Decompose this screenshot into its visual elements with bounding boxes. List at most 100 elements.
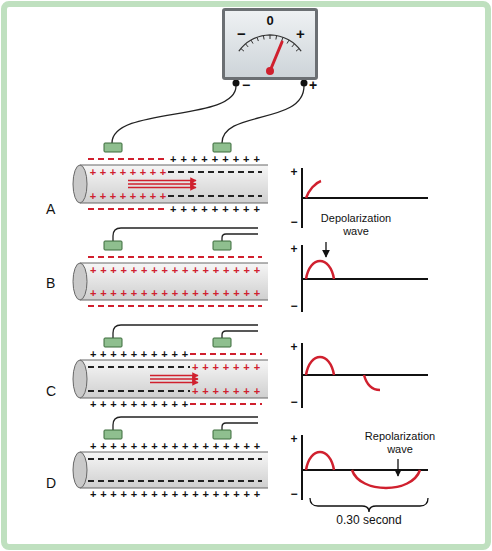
dial-tick	[287, 40, 289, 43]
current-arrow	[150, 378, 198, 380]
meter-needle	[270, 42, 282, 71]
panel-letter: D	[46, 477, 56, 490]
electrode	[213, 241, 231, 250]
pointer-arrow	[325, 242, 326, 257]
wave-label: Repolarization wave	[354, 430, 446, 456]
terminal-sign: −	[242, 79, 250, 92]
electrode	[104, 241, 122, 250]
electrode	[213, 143, 231, 152]
axis-sign: −	[290, 300, 297, 313]
nerve-fiber	[80, 263, 268, 264]
lead-wires	[113, 325, 258, 338]
panel-letter: A	[46, 203, 55, 216]
dial-arc	[239, 35, 301, 51]
meter-terminals	[233, 80, 240, 87]
dial-zero: 0	[266, 14, 273, 28]
black-negative-charge	[88, 458, 262, 460]
wave-label: Depolarization wave	[310, 212, 402, 238]
panel-letter: C	[46, 385, 56, 398]
charge-row: +++++++++++++++++	[90, 440, 264, 452]
red-negative-charge	[88, 256, 262, 258]
dial-tick	[257, 37, 258, 41]
terminal-sign: +	[309, 79, 317, 92]
nerve-fiber	[73, 165, 268, 488]
axis-sign: +	[290, 243, 297, 256]
red-negative-charge	[190, 403, 262, 405]
charge-row: ++++++++	[90, 190, 170, 202]
dial-tick	[292, 44, 295, 47]
electrode	[104, 430, 122, 439]
axis-sign: +	[290, 433, 297, 446]
potential-trace	[306, 357, 334, 375]
black-negative-charge	[88, 172, 262, 481]
graph-axis	[302, 343, 428, 408]
lead-wires	[112, 86, 236, 143]
panel-letter: B	[46, 277, 55, 290]
frame	[4, 4, 488, 547]
electrode	[104, 143, 122, 152]
electrode	[213, 430, 231, 439]
nerve-fiber	[73, 165, 87, 203]
lead-wires	[222, 234, 258, 241]
nerve-fiber	[73, 360, 87, 398]
current-arrow	[150, 382, 198, 384]
dial-tick	[251, 40, 253, 43]
pointer-arrow	[397, 459, 398, 476]
lead-wires	[222, 86, 304, 143]
black-negative-charge	[168, 195, 262, 197]
potential-trace	[306, 261, 334, 279]
dial-tick	[275, 36, 277, 40]
current-arrow	[128, 187, 196, 189]
red-negative-charge	[88, 305, 262, 307]
charge-row: +++++++	[192, 361, 264, 373]
charge-row: ++++++++++	[90, 348, 192, 360]
graph-axis	[302, 245, 428, 312]
current-arrow	[128, 180, 196, 182]
dial-sign: +	[296, 27, 305, 41]
lead-wires	[113, 417, 258, 430]
black-negative-charge	[168, 171, 262, 173]
dial-sign: −	[237, 27, 246, 41]
charge-row: +++++++++++++++++	[90, 488, 264, 500]
lead-wires	[222, 423, 258, 430]
charge-row: +++++++++	[170, 203, 264, 215]
red-negative-charge	[190, 353, 262, 355]
electrode	[213, 338, 231, 347]
time-label: 0.30 second	[336, 514, 401, 527]
time-bracket	[310, 498, 428, 512]
nerve-fiber	[80, 300, 268, 301]
dial-tick	[263, 36, 265, 40]
dial-tick	[246, 44, 249, 47]
lead-wires	[222, 331, 258, 338]
black-negative-charge	[88, 480, 262, 482]
potential-trace	[306, 452, 334, 470]
dial-tick	[241, 49, 244, 52]
lead-wires	[113, 228, 258, 241]
axis-sign: −	[290, 396, 297, 409]
current-arrow	[128, 183, 196, 185]
frame	[4, 4, 488, 547]
charge-row: ++++++++	[90, 166, 170, 178]
electrode	[104, 338, 122, 347]
red-negative-charge	[88, 208, 168, 210]
charge-row: ++++++++++	[90, 398, 192, 410]
black-negative-charge	[88, 390, 190, 392]
charge-row: +++++++++++++++++	[90, 264, 264, 276]
potential-trace	[306, 181, 321, 198]
needle-pivot	[266, 67, 274, 75]
charge-row: +++++++	[192, 385, 264, 397]
nerve-fiber	[80, 452, 268, 488]
time-bracket	[310, 498, 428, 512]
current-arrow	[150, 375, 198, 377]
nerve-fiber	[80, 360, 268, 398]
dial-tick	[296, 49, 299, 52]
black-negative-charge	[88, 366, 190, 368]
nerve-fiber	[80, 165, 268, 203]
charge-row: +++++++++	[170, 153, 264, 165]
nerve-fiber	[73, 263, 87, 300]
potential-trace	[352, 470, 420, 488]
nerve-fiber	[80, 263, 268, 300]
meter-terminals	[301, 80, 308, 87]
